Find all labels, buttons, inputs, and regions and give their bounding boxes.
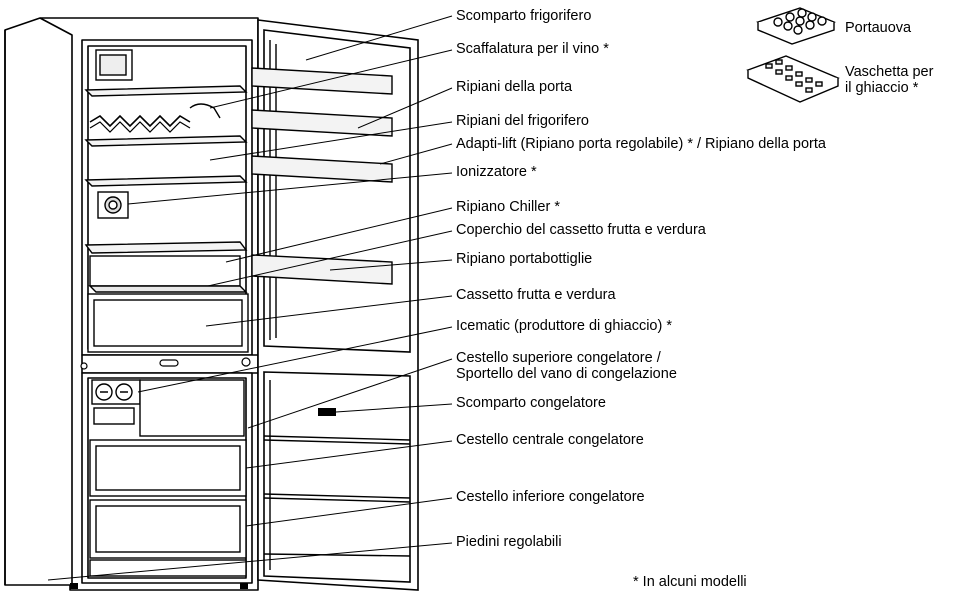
label-crisper-drawer: Cassetto frutta e verdura: [456, 287, 616, 303]
label-freezer-upper-basket: Cestello superiore congelatore / Sportel…: [456, 350, 677, 382]
leader-line: [379, 143, 453, 165]
leader-line: [225, 207, 453, 263]
leader-line: [127, 172, 453, 205]
label-ionizer: Ionizzatore *: [456, 164, 537, 180]
leader-line: [209, 121, 453, 161]
label-freezer-compartment: Scomparto congelatore: [456, 395, 606, 411]
label-wine-rack: Scaffalatura per il vino *: [456, 41, 609, 57]
leader-line: [205, 295, 453, 327]
label-door-shelves: Ripiani della porta: [456, 79, 573, 95]
label-chiller-shelf: Ripiano Chiller *: [456, 199, 560, 215]
leader-line: [207, 230, 453, 287]
leader-line: [209, 49, 453, 109]
label-ice-tray: Vaschetta per il ghiaccio *: [845, 64, 934, 96]
leader-line: [137, 326, 453, 393]
label-icematic: Icematic (produttore di ghiaccio) *: [456, 318, 672, 334]
label-freezer-lower-basket: Cestello inferiore congelatore: [456, 489, 645, 505]
label-bottle-shelf: Ripiano portabottiglie: [456, 251, 593, 267]
leader-line: [335, 403, 453, 413]
leader-line: [329, 259, 453, 271]
leader-line: [357, 87, 453, 129]
label-adjustable-feet: Piedini regolabili: [456, 534, 562, 550]
leader-line: [245, 497, 453, 527]
leader-line: [47, 542, 453, 581]
label-fridge-compartment: Scomparto frigorifero: [456, 8, 592, 24]
label-crisper-cover: Coperchio del cassetto frutta e verdura: [456, 222, 706, 238]
label-freezer-middle-basket: Cestello centrale congelatore: [456, 432, 644, 448]
leader-line: [245, 440, 453, 469]
leader-line: [247, 358, 453, 429]
label-egg-tray: Portauova: [845, 20, 912, 36]
label-fridge-shelves: Ripiani del frigorifero: [456, 113, 589, 129]
label-adapti-lift: Adapti-lift (Ripiano porta regolabile) *…: [456, 136, 826, 152]
leader-line: [305, 15, 453, 61]
footnote: * In alcuni modelli: [633, 574, 747, 590]
